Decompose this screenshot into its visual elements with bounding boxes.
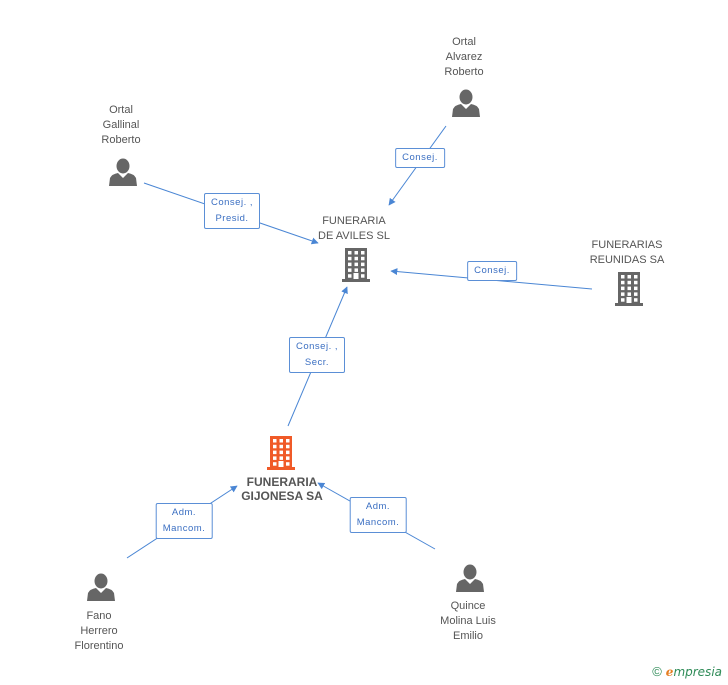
node-label-line: Ortal	[109, 104, 133, 116]
node-label-line: FUNERARIAS	[591, 239, 663, 251]
edge-label[interactable]: Adm. Mancom.	[155, 503, 213, 539]
node-label-funeraria-aviles[interactable]: FUNERARIA DE AVILES SL	[318, 214, 390, 244]
node-label-line: Herrero	[80, 625, 118, 637]
node-label-line: Florentino	[74, 640, 124, 652]
empresia-watermark: ©empresia	[652, 664, 722, 679]
edge-label-line: Secr.	[304, 357, 330, 368]
building-icon[interactable]	[342, 248, 370, 282]
node-label-line: DE AVILES SL	[318, 230, 390, 242]
person-icon[interactable]	[87, 573, 115, 602]
node-label-line: Roberto	[101, 134, 141, 146]
person-icon[interactable]	[452, 89, 480, 118]
edge-label[interactable]: Consej.	[467, 261, 517, 281]
node-label-line: Gallinal	[102, 119, 140, 131]
node-label-line: Roberto	[444, 66, 484, 78]
edge-label[interactable]: Consej. , Secr.	[289, 337, 345, 373]
building-icon[interactable]	[267, 436, 295, 470]
node-label-line: Alvarez	[445, 51, 483, 63]
building-icon[interactable]	[615, 272, 643, 306]
edge-label[interactable]: Consej.	[395, 148, 445, 168]
node-label-line: Molina Luis	[440, 615, 496, 627]
edge-label-line: Adm.	[365, 501, 391, 512]
node-label-line: Fano	[86, 610, 112, 622]
node-label-line: REUNIDAS SA	[589, 254, 665, 266]
edge-label-line: Consej.	[474, 265, 510, 276]
person-icon[interactable]	[456, 564, 484, 593]
node-label-line: Quince	[450, 600, 486, 612]
person-icon[interactable]	[109, 158, 137, 187]
brand-logo-text: mpresia	[673, 665, 722, 679]
edge-label-line: Presid.	[215, 213, 249, 224]
edge-label-line: Consej.	[402, 152, 438, 163]
edge-label-line: Consej. ,	[211, 197, 253, 208]
node-label-line: Ortal	[452, 36, 476, 48]
edge-label-line: Consej. ,	[296, 341, 338, 352]
edge-label-line: Adm.	[171, 507, 197, 518]
node-label-funerarias-reunidas[interactable]: FUNERARIAS REUNIDAS SA	[590, 238, 665, 268]
edge-label-line: Mancom.	[162, 523, 206, 534]
node-label-line: GIJONESA SA	[241, 489, 323, 503]
node-label-line: FUNERARIA	[246, 475, 318, 489]
edge-label[interactable]: Consej. , Presid.	[204, 193, 260, 229]
brand-logo-e: e	[665, 665, 674, 679]
copyright-symbol: ©	[652, 664, 662, 679]
edge-label-line: Mancom.	[356, 517, 400, 528]
node-label-line: Emilio	[453, 630, 483, 642]
node-label-line: FUNERARIA	[322, 215, 386, 227]
edge-label[interactable]: Adm. Mancom.	[349, 497, 407, 533]
